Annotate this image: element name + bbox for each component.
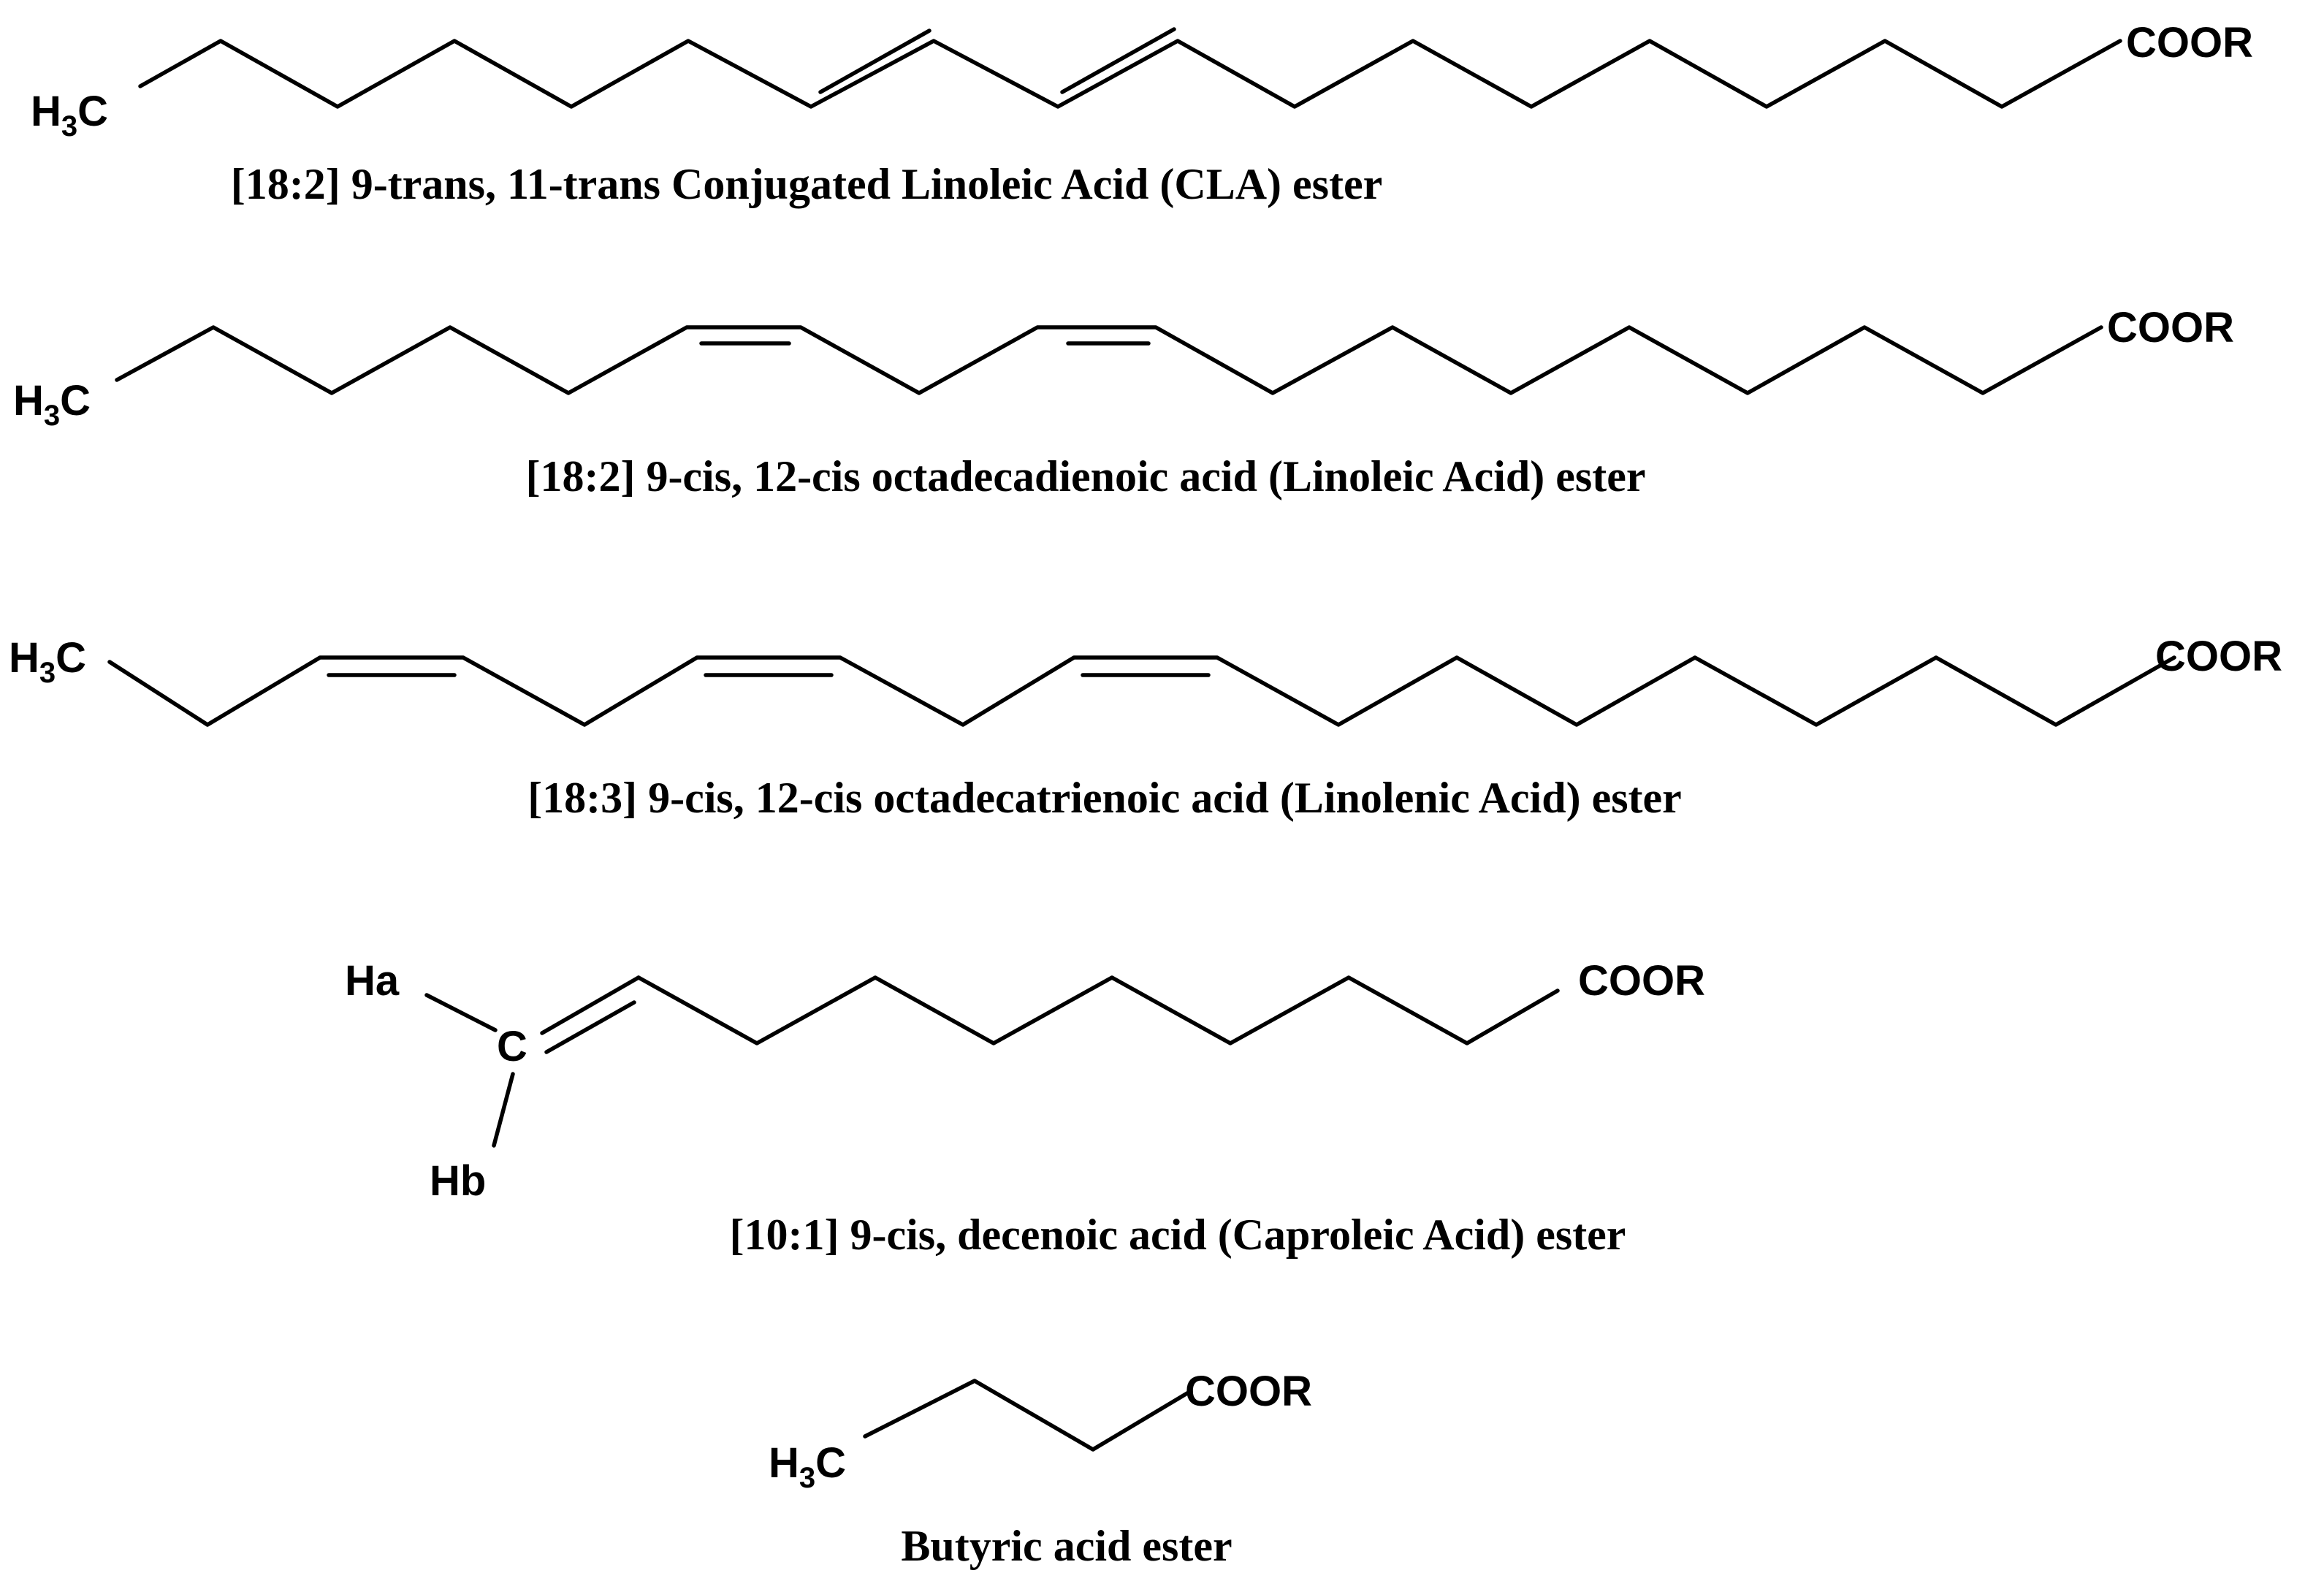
caproleic-bond-hb — [492, 1072, 515, 1148]
linolenic-methyl-label: H3C — [9, 634, 86, 689]
butyric-methyl-label: H3C — [769, 1439, 846, 1494]
molecule-caproleic: Ha C Hb COOR [10:1] 9-cis, decenoic acid… — [345, 957, 1705, 1259]
cla-methyl-label: H3C — [31, 88, 108, 142]
butyric-ester-label: COOR — [1185, 1368, 1312, 1415]
caproleic-bond-ha — [424, 993, 498, 1032]
linoleic-skeleton — [115, 325, 2103, 395]
molecule-linolenic: H3C COOR [18:3] 9-cis, 12-cis octadecatr… — [9, 633, 2282, 822]
cla-ester-label: COOR — [2126, 19, 2253, 66]
caproleic-double-bond-inner — [544, 1000, 636, 1054]
linolenic-skeleton — [107, 655, 2176, 727]
linoleic-methyl-label: H3C — [13, 377, 91, 432]
molecule-linoleic: H3C COOR [18:2] 9-cis, 12-cis octadecadi… — [13, 304, 2234, 500]
cla-skeleton — [138, 27, 2122, 109]
caproleic-ha-label: Ha — [345, 957, 400, 1005]
caproleic-double-bond-outer — [540, 975, 641, 1035]
caproleic-c-label: C — [497, 1023, 527, 1070]
caproleic-hb-label: Hb — [430, 1157, 486, 1205]
molecule-butyric: H3C COOR Butyric acid ester — [769, 1368, 1312, 1570]
linolenic-caption: [18:3] 9-cis, 12-cis octadecatrienoic ac… — [527, 774, 1682, 822]
caproleic-skeleton — [424, 975, 1560, 1148]
molecule-cla: H3C COOR [18:2] 9-trans, 11-trans Conjug… — [31, 19, 2253, 208]
caproleic-ester-label: COOR — [1578, 957, 1705, 1005]
linolenic-ester-label: COOR — [2155, 633, 2282, 680]
linoleic-caption: [18:2] 9-cis, 12-cis octadecadienoic aci… — [526, 452, 1646, 500]
linoleic-ester-label: COOR — [2107, 304, 2234, 351]
butyric-skeleton — [863, 1379, 1193, 1452]
caproleic-caption: [10:1] 9-cis, decenoic acid (Caproleic A… — [730, 1211, 1626, 1259]
cla-double-bond-11 — [1060, 27, 1176, 94]
cla-caption: [18:2] 9-trans, 11-trans Conjugated Lino… — [231, 160, 1383, 208]
butyric-caption: Butyric acid ester — [901, 1522, 1232, 1570]
cla-double-bond-9 — [818, 28, 931, 94]
